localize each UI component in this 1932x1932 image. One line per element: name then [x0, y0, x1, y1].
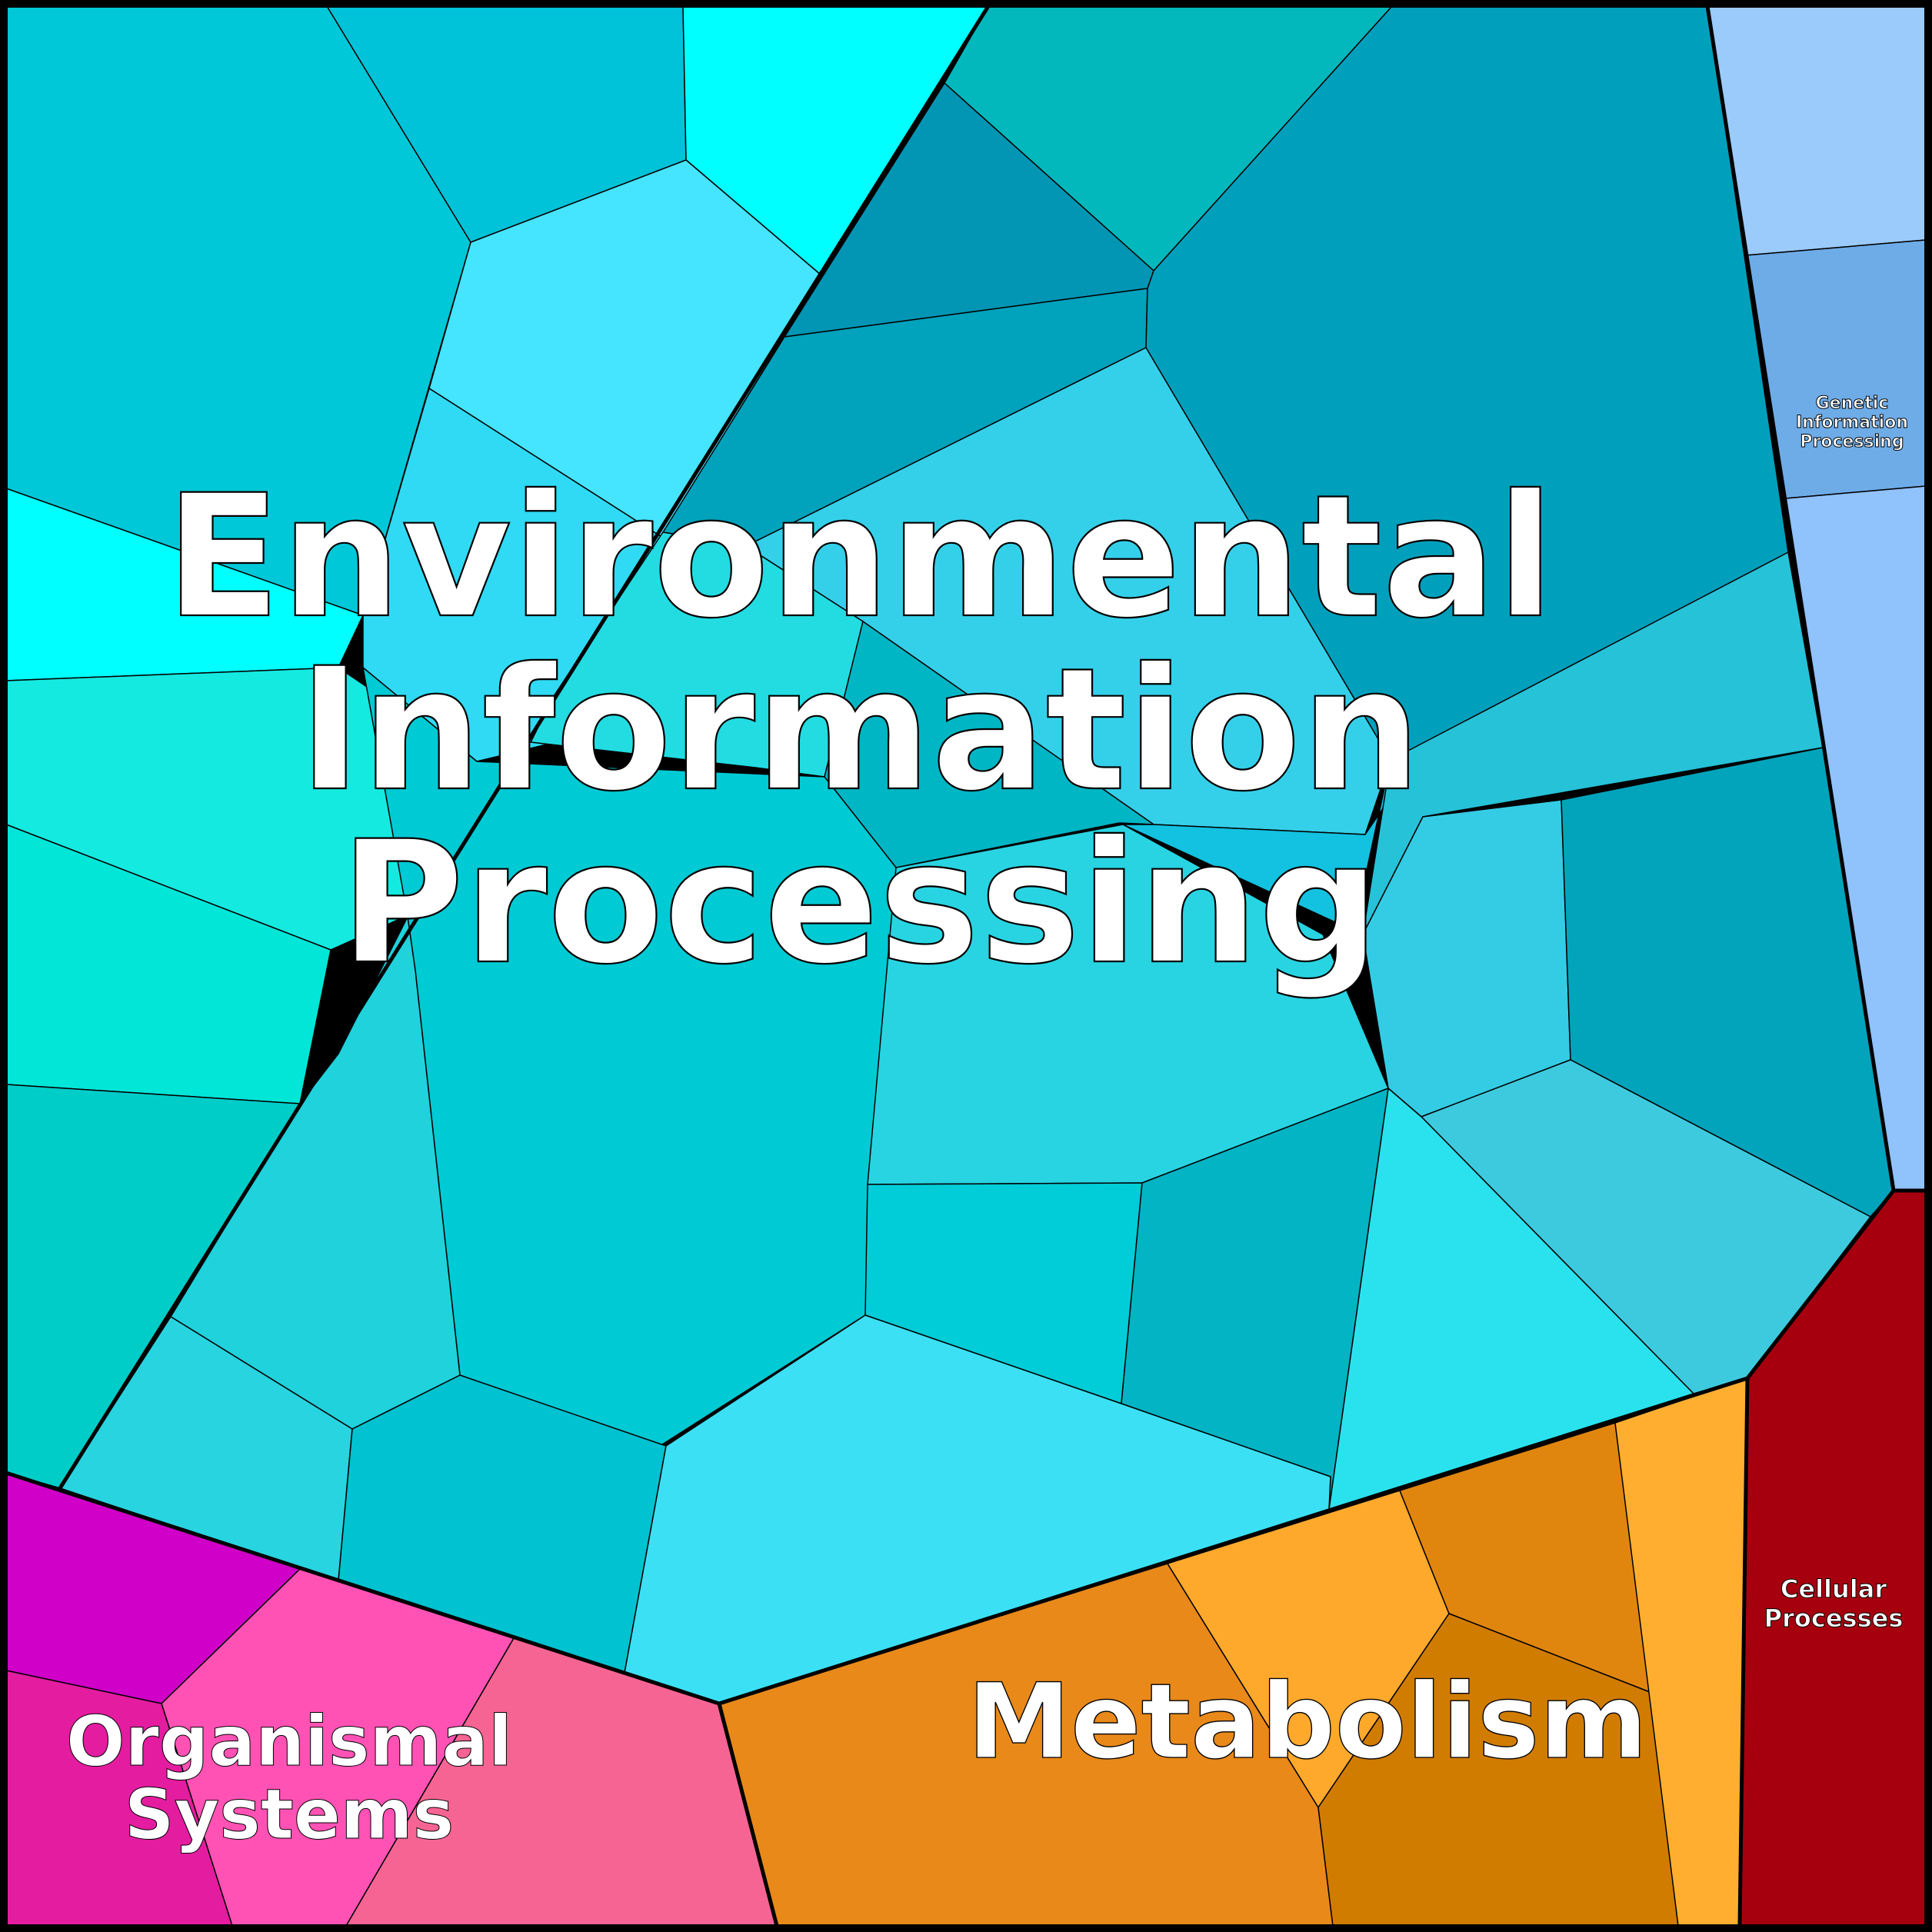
cell-environmental-information-processing-15 [824, 621, 1154, 868]
group-label-line: Processing [340, 804, 1380, 1001]
group-label-line: Information [298, 631, 1421, 828]
group-border-3 [717, 1703, 779, 1927]
group-label-line: Genetic [1816, 394, 1889, 413]
group-border-2 [1705, 5, 1896, 1191]
group-border-4 [1737, 1377, 1750, 1927]
group-label-line: Environmental [165, 458, 1554, 655]
group-label-metabolism: Metabolism [968, 1661, 1648, 1782]
group-label-line: Processes [1764, 1604, 1904, 1633]
group-label-line: Systems [125, 1774, 454, 1855]
group-label-line: Processing [1800, 432, 1904, 451]
group-label-line: Organismal [66, 1701, 512, 1782]
group-label-line: Cellular [1780, 1574, 1887, 1604]
cell-environmental-information-processing-17 [1362, 551, 1824, 935]
group-label-line: Information [1796, 413, 1908, 432]
group-label-line: Metabolism [968, 1661, 1648, 1782]
group-border-0 [58, 5, 991, 1490]
